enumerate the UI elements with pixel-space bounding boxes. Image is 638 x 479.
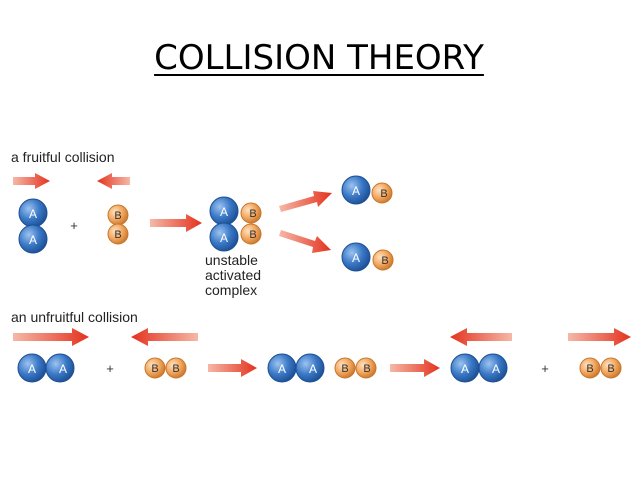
- complex-label-line-3: complex: [205, 282, 258, 298]
- atom-a: [341, 242, 371, 272]
- reaction-arrow: [150, 214, 202, 232]
- plus-sign: +: [70, 218, 78, 233]
- reaction-arrow: [208, 359, 257, 377]
- atom-b: [144, 357, 166, 379]
- atom-a-label: A: [461, 362, 469, 376]
- atom-b: [240, 223, 262, 245]
- molecule-a2: A A: [450, 353, 508, 383]
- atom-b-label: B: [172, 363, 179, 375]
- plus-sign: +: [541, 361, 549, 376]
- atom-b: [579, 357, 601, 379]
- atom-b: [165, 357, 187, 379]
- arrow-left-separating-a: [450, 328, 512, 346]
- complex-label-line-2: activated: [205, 267, 262, 283]
- activated-complex: A A B B: [209, 196, 262, 252]
- product-ab-top: A B: [341, 175, 393, 205]
- atom-a: [478, 353, 508, 383]
- arrow-right-separating-b: [568, 328, 631, 346]
- atom-a-label: A: [28, 362, 36, 376]
- atom-a-label: A: [352, 184, 360, 198]
- atom-a: [209, 222, 239, 252]
- atom-b-label: B: [380, 188, 387, 200]
- atom-a: [295, 353, 325, 383]
- atom-b-label: B: [607, 363, 614, 375]
- atom-a-label: A: [278, 362, 286, 376]
- page-title: COLLISION THEORY: [154, 38, 484, 78]
- atom-b: [355, 357, 377, 379]
- atom-b-label: B: [249, 208, 256, 220]
- arrow-left-motion-b: [97, 173, 130, 189]
- atom-b-label: B: [114, 210, 121, 222]
- atom-a: [341, 175, 371, 205]
- arrow-right-motion-a: [13, 328, 89, 346]
- atom-a: [45, 353, 75, 383]
- atom-a-label: A: [59, 362, 67, 376]
- atom-b-label: B: [341, 363, 348, 375]
- atom-b: [240, 202, 262, 224]
- product-arrow-down: [279, 230, 331, 253]
- product-ab-bottom: A B: [341, 242, 394, 272]
- molecule-b2: B B: [107, 204, 129, 245]
- molecule-b2: B B: [579, 357, 622, 379]
- atom-b: [334, 357, 356, 379]
- atom-b: [372, 249, 394, 271]
- atom-b-label: B: [363, 363, 370, 375]
- atom-b-label: B: [586, 363, 593, 375]
- atom-b: [107, 223, 129, 245]
- atom-a-label: A: [352, 251, 360, 265]
- atom-a-label: A: [29, 233, 37, 247]
- molecule-a2: A A: [17, 353, 75, 383]
- arrow-left-motion-b: [131, 328, 198, 346]
- atom-a-label: A: [309, 362, 317, 376]
- fruitful-collision-label: a fruitful collision: [11, 149, 115, 165]
- atom-a-label: A: [220, 205, 228, 219]
- reaction-arrow: [390, 359, 440, 377]
- activated-complex-label: unstable activated complex: [205, 253, 261, 298]
- arrow-right-motion-a: [13, 173, 50, 189]
- atom-a-label: A: [220, 231, 228, 245]
- atom-b-label: B: [381, 255, 388, 267]
- atom-b: [600, 357, 622, 379]
- atom-a-label: A: [492, 362, 500, 376]
- unfruitful-collision-label: an unfruitful collision: [11, 309, 138, 325]
- atom-b-label: B: [249, 229, 256, 241]
- atom-b: [371, 182, 393, 204]
- plus-sign: +: [106, 361, 114, 376]
- atom-a: [18, 224, 48, 254]
- molecule-b2: B B: [144, 357, 187, 379]
- atom-b-label: B: [151, 363, 158, 375]
- atom-b-label: B: [114, 229, 121, 241]
- product-arrow-up: [279, 191, 332, 212]
- collision-complex: A A B B: [267, 353, 377, 383]
- atom-a-label: A: [29, 207, 37, 221]
- molecule-a2: A A: [18, 198, 48, 254]
- complex-label-line-1: unstable: [205, 252, 258, 268]
